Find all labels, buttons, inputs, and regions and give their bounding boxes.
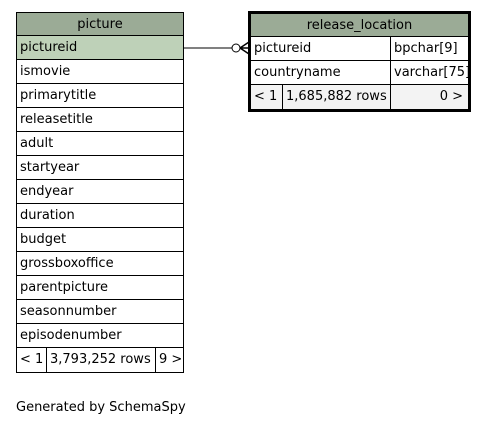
column-row-budget[interactable]: budget [17,228,183,252]
column-type: varchar[75] [390,61,468,84]
column-name: parentpicture [20,280,109,295]
row-count: 1,685,882 rows [282,85,390,109]
optional-circle-marker [231,43,241,53]
column-name: grossboxoffice [20,256,114,271]
column-name: duration [20,208,75,223]
table-footer: < 1 1,685,882 rows 0 > [251,85,468,109]
column-name: seasonnumber [20,304,117,319]
table-picture[interactable]: picture pictureid ismovie primarytitle r… [16,12,184,373]
column-row-adult[interactable]: adult [17,132,183,156]
column-row-pictureid[interactable]: pictureid [17,36,183,60]
column-name: pictureid [20,40,78,55]
column-name: startyear [20,160,80,175]
column-row-seasonnumber[interactable]: seasonnumber [17,300,183,324]
parents-count[interactable]: < 1 [251,85,282,109]
column-row-ismovie[interactable]: ismovie [17,60,183,84]
children-count[interactable]: 0 > [390,85,468,109]
table-header-release-location[interactable]: release_location [251,14,468,37]
column-row-episodenumber[interactable]: episodenumber [17,324,183,348]
column-row-pictureid[interactable]: pictureid bpchar[9] [251,37,468,61]
column-row-endyear[interactable]: endyear [17,180,183,204]
column-row-grossboxoffice[interactable]: grossboxoffice [17,252,183,276]
children-count[interactable]: 9 > [155,348,183,372]
table-footer: < 1 3,793,252 rows 9 > [17,348,183,372]
column-name: endyear [20,184,74,199]
column-name: adult [20,136,54,151]
column-row-startyear[interactable]: startyear [17,156,183,180]
column-type: bpchar[9] [390,37,468,60]
column-row-primarytitle[interactable]: primarytitle [17,84,183,108]
column-row-countryname[interactable]: countryname varchar[75] [251,61,468,85]
table-release-location[interactable]: release_location pictureid bpchar[9] cou… [248,11,471,112]
crow-foot-marker [239,41,250,55]
column-row-duration[interactable]: duration [17,204,183,228]
column-name: releasetitle [20,112,93,127]
column-row-parentpicture[interactable]: parentpicture [17,276,183,300]
parents-count[interactable]: < 1 [17,348,46,372]
column-name: budget [20,232,67,247]
column-name: episodenumber [20,328,122,343]
column-name: pictureid [254,41,312,56]
table-header-picture[interactable]: picture [17,13,183,36]
generated-by-text: Generated by SchemaSpy [16,400,186,415]
column-name: ismovie [20,64,71,79]
column-name: primarytitle [20,88,97,103]
column-row-releasetitle[interactable]: releasetitle [17,108,183,132]
row-count: 3,793,252 rows [46,348,155,372]
column-name: countryname [254,65,341,80]
